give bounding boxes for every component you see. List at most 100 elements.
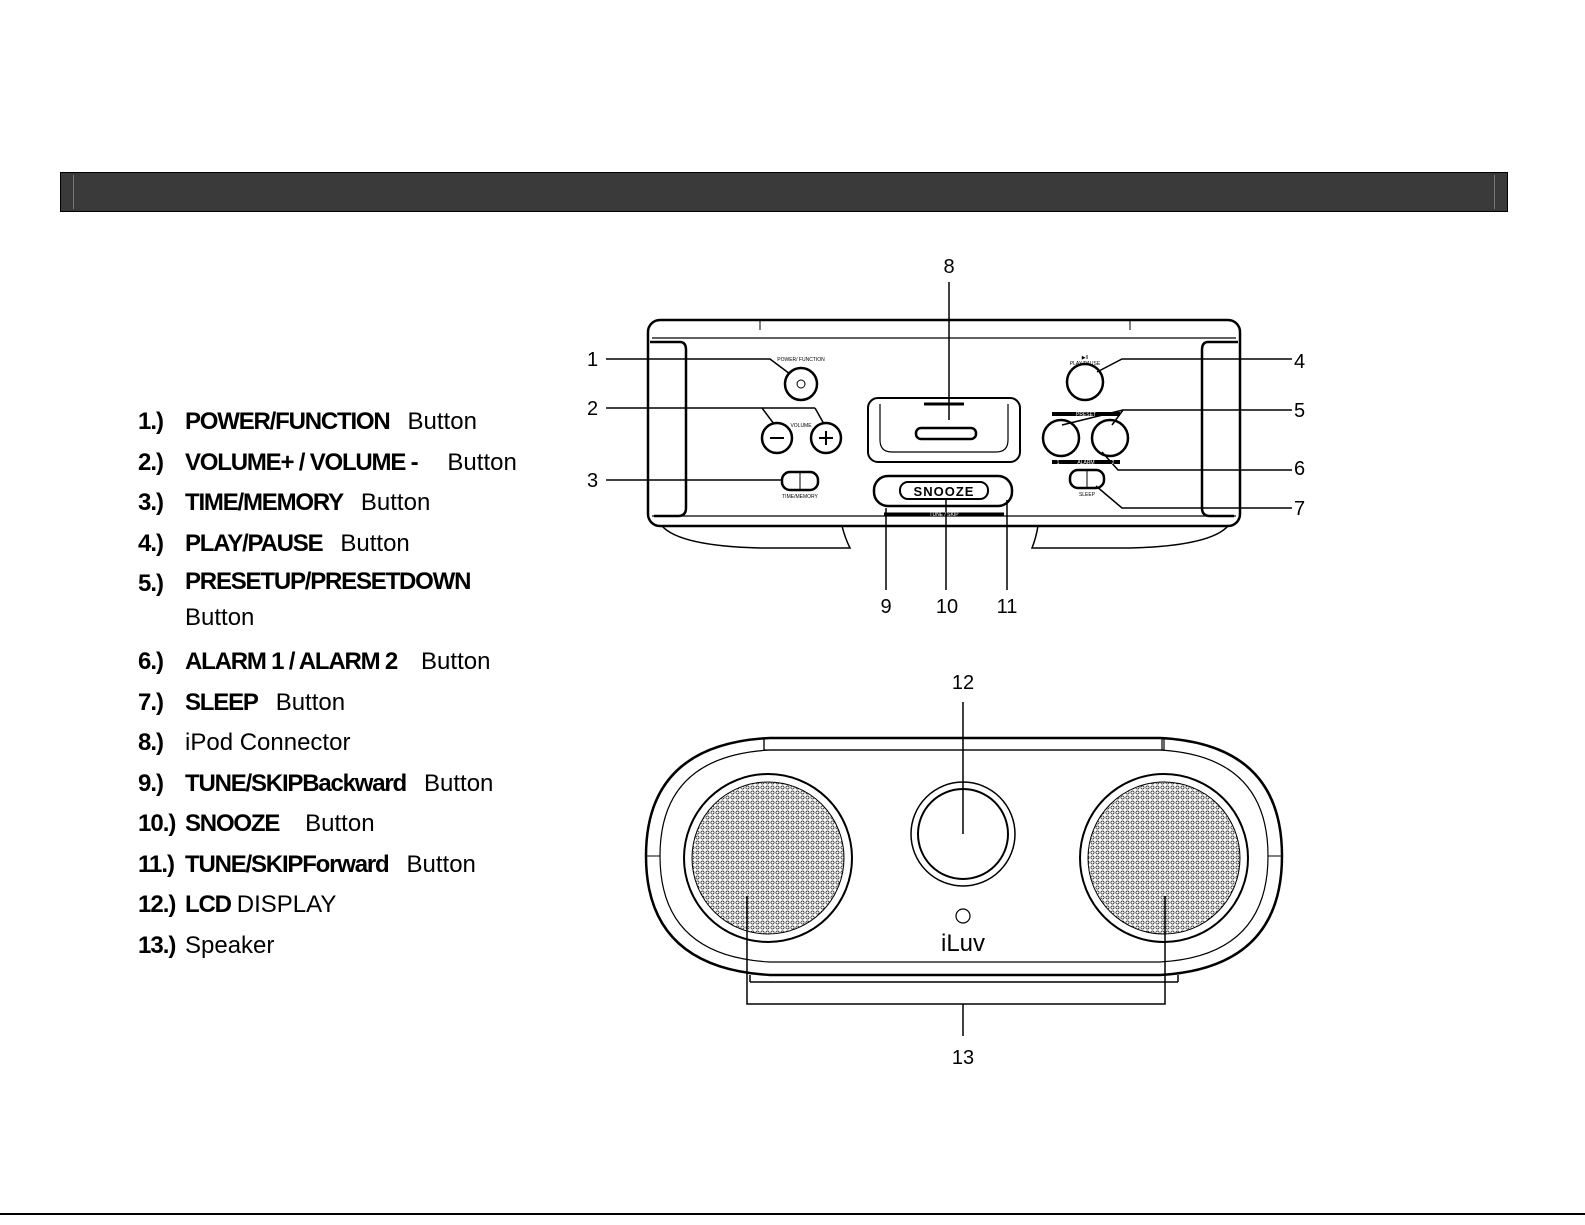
- list-item: 10.) SNOOZE Button: [138, 804, 578, 845]
- item-text: iPod Connector: [185, 729, 351, 756]
- item-name: SNOOZE: [185, 810, 280, 837]
- list-item: 4.) PLAY/PAUSE Button: [138, 524, 578, 565]
- item-suffix: Button: [185, 604, 255, 631]
- item-number: 9.): [138, 769, 164, 797]
- item-number: 6.): [138, 648, 164, 675]
- item-suffix: Button: [407, 408, 477, 435]
- right-speaker: [1079, 773, 1249, 943]
- item-suffix: Button: [421, 648, 491, 675]
- item-number: 7.): [138, 688, 164, 716]
- callout-11: 11: [997, 596, 1018, 618]
- leader-lines-top: [606, 282, 1292, 590]
- item-name: ALARM 1 / ALARM 2: [185, 648, 398, 675]
- header-bar-inner: [73, 175, 1495, 209]
- item-suffix: Button: [340, 529, 410, 557]
- alarm-label: ALARM: [1077, 460, 1094, 466]
- item-name: TUNE/SKIPBackward: [185, 769, 407, 797]
- callout-2: 2: [587, 398, 598, 420]
- item-name: SLEEP: [185, 688, 259, 716]
- list-item: 5.) PRESETUP/PRESETDOWN Button: [138, 564, 578, 636]
- callout-6: 6: [1294, 458, 1305, 480]
- ipod-dock: [867, 397, 1021, 463]
- brand-logo: iLuv: [941, 930, 985, 957]
- power-icon: [796, 379, 806, 389]
- list-item: 6.) ALARM 1 / ALARM 2 Button: [138, 642, 578, 683]
- ir-sensor: [955, 908, 971, 924]
- left-handle: [650, 340, 688, 518]
- snooze-button: [899, 481, 989, 500]
- list-item: 2.) VOLUME+ / VOLUME - Button: [138, 443, 578, 484]
- list-item: 9.) TUNE/SKIPBackward Button: [138, 764, 578, 805]
- callout-8: 8: [943, 256, 954, 278]
- callout-7: 7: [1294, 498, 1305, 520]
- play-pause-symbol: ▶II: [1082, 355, 1089, 361]
- item-name: PRESETUP/PRESETDOWN: [185, 568, 471, 595]
- callout-5: 5: [1294, 400, 1305, 422]
- item-name: PLAY/PAUSE: [185, 529, 324, 557]
- callout-13: 13: [952, 1047, 974, 1069]
- play-pause-button: [1065, 362, 1105, 402]
- right-speaker-grille: [1087, 781, 1241, 935]
- item-number: 4.): [138, 529, 164, 557]
- callout-10: 10: [936, 596, 958, 618]
- snooze-bar: [872, 474, 1014, 508]
- callout-3: 3: [587, 470, 598, 492]
- bottom-rule: [0, 1213, 1585, 1215]
- item-suffix: Button: [275, 688, 346, 716]
- list-item: 3.) TIME/MEMORY Button: [138, 483, 578, 524]
- time-memory-label: TIME/MEMORY: [782, 494, 818, 500]
- item-name: TIME/MEMORY: [185, 489, 344, 516]
- list-item: 13.) Speaker: [138, 926, 578, 967]
- tune-skip-label: TUNE / SKIP: [929, 512, 959, 518]
- item-suffix: Button: [305, 810, 375, 837]
- item-number: 5.): [138, 570, 164, 597]
- item-number: 2.): [138, 448, 164, 476]
- left-speaker: [683, 773, 853, 943]
- item-suffix: Button: [406, 850, 476, 878]
- item-number: 12.): [138, 891, 176, 918]
- play-pause-label: PLAY/PAUSE: [1070, 361, 1101, 367]
- front-view-body: [644, 736, 1284, 977]
- item-suffix: Button: [424, 769, 494, 797]
- snooze-label: SNOOZE: [914, 484, 975, 499]
- item-suffix: Button: [447, 448, 517, 476]
- callout-1: 1: [587, 349, 598, 371]
- front-view: [644, 702, 1284, 1036]
- volume-minus-button: [760, 421, 794, 455]
- leader-lines-front: [746, 702, 1166, 1036]
- item-text: DISPLAY: [236, 891, 337, 918]
- left-speaker-grille: [691, 781, 845, 935]
- item-suffix: Button: [360, 489, 431, 516]
- item-text: Speaker: [185, 931, 275, 959]
- item-name: LCD: [185, 891, 232, 918]
- alarm-2-label: 2: [1112, 460, 1115, 466]
- callout-4: 4: [1294, 351, 1305, 373]
- callouts: 1 2 3 4 5 6 7 8 9 10 11 12 13: [587, 256, 1305, 1069]
- sleep-label: SLEEP: [1079, 492, 1096, 498]
- item-name: TUNE/SKIPForward: [185, 850, 390, 878]
- right-handle: [1200, 340, 1238, 518]
- item-number: 13.): [138, 931, 176, 959]
- item-number: 10.): [138, 810, 176, 837]
- preset-down-button: [1041, 418, 1081, 458]
- preset-label: PRESET: [1076, 412, 1096, 418]
- top-view: [606, 282, 1292, 590]
- ipod-connector-icon: [914, 426, 978, 441]
- callout-9: 9: [880, 596, 891, 618]
- callout-12: 12: [952, 672, 974, 694]
- item-number: 3.): [138, 489, 164, 516]
- power-label: POWER/ FUNCTION: [777, 357, 825, 363]
- preset-up-button: [1090, 418, 1130, 458]
- list-item: 7.) SLEEP Button: [138, 683, 578, 724]
- alarm-1-label: 1: [1057, 460, 1060, 466]
- item-name: VOLUME+ / VOLUME -: [185, 448, 419, 476]
- volume-label: VOLUME: [790, 423, 812, 429]
- header-bar: [60, 172, 1508, 212]
- top-view-body: [646, 318, 1242, 528]
- list-item: 8.)iPod Connector: [138, 723, 578, 764]
